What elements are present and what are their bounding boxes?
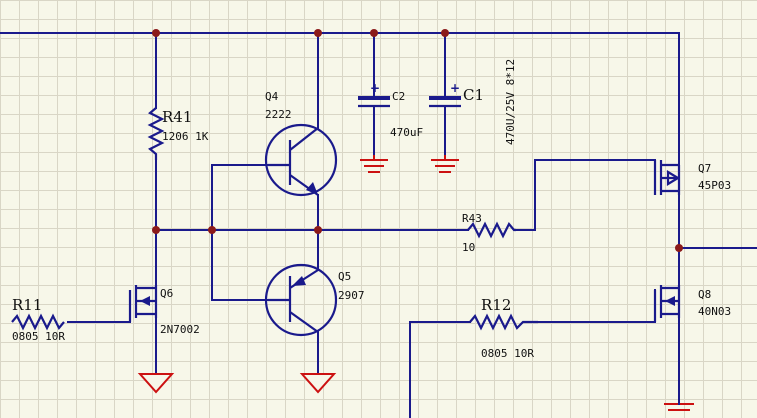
- q8-value: 40N03: [698, 305, 731, 318]
- junction-dot: [208, 226, 216, 234]
- junction-dot: [152, 226, 160, 234]
- r12-value: 0805 10R: [481, 347, 534, 360]
- q4-value: 2222: [265, 108, 292, 121]
- q4-designator: Q4: [265, 90, 279, 103]
- c2-capacitor: [358, 96, 390, 108]
- r11-designator: R11: [12, 296, 42, 314]
- vcc-rail-wire: [0, 32, 680, 166]
- q6-value: 2N7002: [160, 323, 200, 336]
- c1-designator: C1: [463, 86, 484, 104]
- q6-mosfet: [128, 285, 158, 322]
- q7-designator: Q7: [698, 162, 711, 175]
- q7-mosfet: [653, 160, 681, 195]
- ground-symbol-c2: [360, 155, 388, 173]
- junction-dot: [441, 29, 449, 37]
- r12-wire: [409, 321, 656, 418]
- q8-mosfet: [653, 285, 681, 322]
- junction-dot: [370, 29, 378, 37]
- c2-designator: C2: [392, 90, 405, 103]
- ground-symbol-q6: [137, 373, 175, 394]
- c2-polarity-mark: +: [370, 81, 380, 95]
- junction-dot: [675, 244, 683, 252]
- r43-designator: R43: [462, 212, 482, 225]
- junction-dot: [314, 29, 322, 37]
- ground-symbol-c1: [431, 155, 459, 173]
- output-wire: [678, 194, 757, 286]
- junction-dot: [152, 29, 160, 37]
- ground-symbol-q5: [299, 373, 337, 394]
- r41-resistor: [147, 107, 165, 160]
- r12-resistor: [469, 313, 538, 331]
- r11-resistor: [11, 313, 65, 331]
- q4-transistor: [264, 123, 338, 197]
- q5-designator: Q5: [338, 270, 351, 283]
- r41-value: 1206 1K: [162, 130, 209, 143]
- q7-value: 45P03: [698, 179, 731, 192]
- bases-wire: [211, 164, 269, 301]
- q8-designator: Q8: [698, 288, 711, 301]
- q6-designator: Q6: [160, 287, 173, 300]
- r41-designator: R41: [162, 108, 192, 126]
- r11-value: 0805 10R: [12, 330, 65, 343]
- junctions: [152, 29, 683, 252]
- c1-polarity-mark: +: [450, 81, 460, 95]
- r43-wire: [317, 159, 656, 231]
- junction-dot: [314, 226, 322, 234]
- q5-transistor: [264, 263, 338, 337]
- ground-symbol-q8: [664, 399, 694, 411]
- c2-value: 470uF: [390, 126, 423, 139]
- c1-capacitor: [429, 96, 461, 108]
- c1-value: 470U/25V 8*12: [504, 59, 517, 145]
- r43-resistor: [467, 221, 516, 239]
- r12-designator: R12: [481, 296, 511, 314]
- r43-value: 10: [462, 241, 475, 254]
- q5-value: 2907: [338, 289, 365, 302]
